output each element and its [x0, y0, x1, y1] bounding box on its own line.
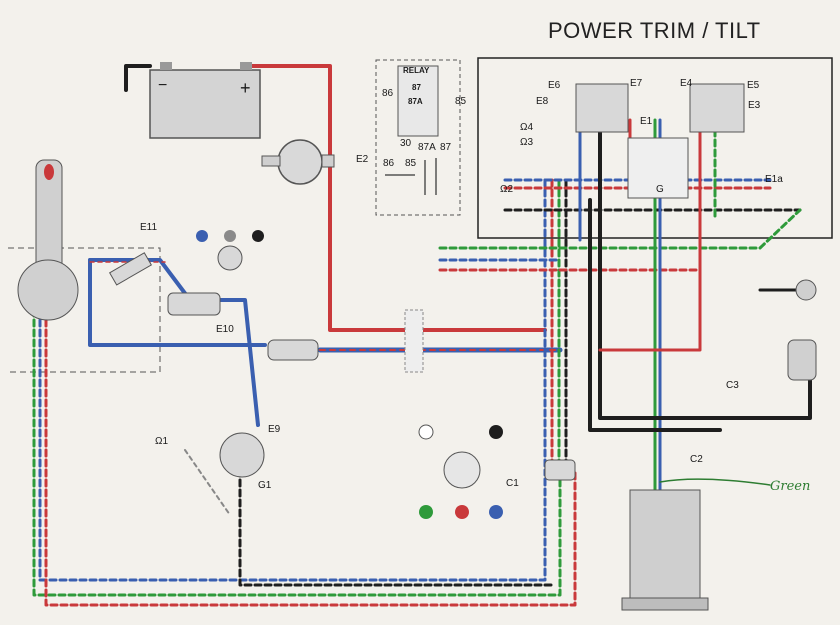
control-box-outline [8, 247, 161, 373]
relay-title: RELAY [403, 66, 430, 75]
socket-pin-red [455, 505, 469, 519]
relay-pin-86: 86 [382, 88, 394, 99]
label-e11: E11 [140, 222, 157, 233]
connector-plug [217, 245, 243, 271]
label-e7: E7 [630, 78, 643, 89]
socket-pinout [418, 424, 503, 519]
e10-module [167, 292, 221, 316]
c1-connector [544, 459, 576, 481]
socket-pin-green [419, 505, 433, 519]
label-e1a: E1a [765, 174, 783, 185]
solenoid-stud [261, 155, 281, 167]
lever-trim-button [44, 164, 54, 180]
relay-right [689, 83, 745, 133]
inline-connector [267, 339, 319, 361]
label-o4: Ω4 [520, 122, 533, 133]
socket-pin-blue [489, 505, 503, 519]
relay-body [397, 65, 439, 137]
relay-lower-85: 85 [405, 158, 417, 169]
socket-pin-white [418, 424, 434, 440]
starter-solenoid [261, 139, 335, 185]
relay-diagram: RELAY 86 87 87A 85 30 86 85 87A 87 [375, 59, 467, 216]
bottom-harness-blue [38, 308, 547, 582]
battery-plus-label: + [240, 78, 251, 98]
relay-lower-87: 87 [440, 142, 452, 153]
relay-left [575, 83, 629, 133]
socket-face [443, 451, 481, 489]
key-switch-connector [196, 230, 264, 271]
label-e10: E10 [216, 324, 234, 335]
label-c2: C2 [690, 454, 703, 465]
connector-labels: E1 E1a E2 E3 E4 E5 E6 E7 E8 E9 E10 E11 C… [140, 78, 783, 491]
sensor-black-cable [598, 118, 812, 420]
relay-pin-87: 87 [412, 83, 421, 92]
label-e2: E2 [356, 154, 369, 165]
battery-terminal-neg [160, 62, 172, 70]
label-e5: E5 [747, 80, 760, 91]
label-g1: G1 [258, 480, 272, 491]
diagram-title: POWER TRIM / TILT [548, 18, 761, 43]
battery-minus-label: − [158, 77, 167, 94]
label-o2: Ω2 [500, 184, 513, 195]
label-e8: E8 [536, 96, 549, 107]
pin-grey [224, 230, 236, 242]
trim-sender [787, 339, 817, 381]
label-e9: E9 [268, 424, 281, 435]
motor-base [621, 597, 709, 611]
fuse-block [627, 137, 689, 199]
relay-pin-87a: 87A [408, 97, 423, 106]
handwritten-note: Green [770, 479, 810, 494]
battery: − + [149, 62, 261, 139]
trim-motor [629, 489, 701, 601]
lever-base [17, 259, 79, 321]
battery-body [149, 69, 261, 139]
bottom-harness-red [44, 308, 577, 607]
trim-relays [575, 83, 745, 199]
battery-negative-cable [124, 64, 152, 92]
socket-pin-black [489, 425, 503, 439]
bulkhead-connector [404, 309, 424, 373]
control-blue-wire [88, 258, 260, 427]
throttle-control-lever [17, 159, 79, 321]
relay-lower-86: 86 [383, 158, 395, 169]
solenoid-body [277, 139, 323, 185]
label-c3: C3 [726, 380, 739, 391]
trim-switch [108, 252, 153, 286]
panel-green-bus [438, 208, 802, 250]
battery-positive-cable [248, 64, 547, 332]
label-e3: E3 [748, 100, 761, 111]
wire-group [32, 64, 812, 607]
ground-post [795, 279, 817, 301]
label-o1: Ω1 [155, 436, 168, 447]
label-c1: C1 [506, 478, 519, 489]
relay-pin-85: 85 [455, 96, 467, 107]
solenoid-red-lead [598, 128, 702, 352]
pin-black [252, 230, 264, 242]
solenoid-terminal [321, 154, 335, 168]
label-e4: E4 [680, 78, 693, 89]
control-blue-loop [88, 258, 267, 347]
motor-black-cable [588, 198, 722, 432]
label-g: G [656, 184, 664, 195]
relay-schematic [385, 158, 437, 195]
bottom-harness-green [32, 308, 562, 597]
annotation-arrow [659, 478, 771, 486]
label-o3: Ω3 [520, 137, 533, 148]
relay-lower-87a: 87A [418, 142, 436, 153]
g1-sensor [219, 432, 265, 478]
bottom-harness-black [238, 468, 554, 587]
label-e1: E1 [640, 116, 653, 127]
battery-terminal-pos [240, 62, 252, 70]
relay-pin-30: 30 [400, 138, 412, 149]
pin-blue [196, 230, 208, 242]
relay-outline [375, 59, 461, 216]
label-e6: E6 [548, 80, 561, 91]
sensor-dash [184, 449, 231, 516]
